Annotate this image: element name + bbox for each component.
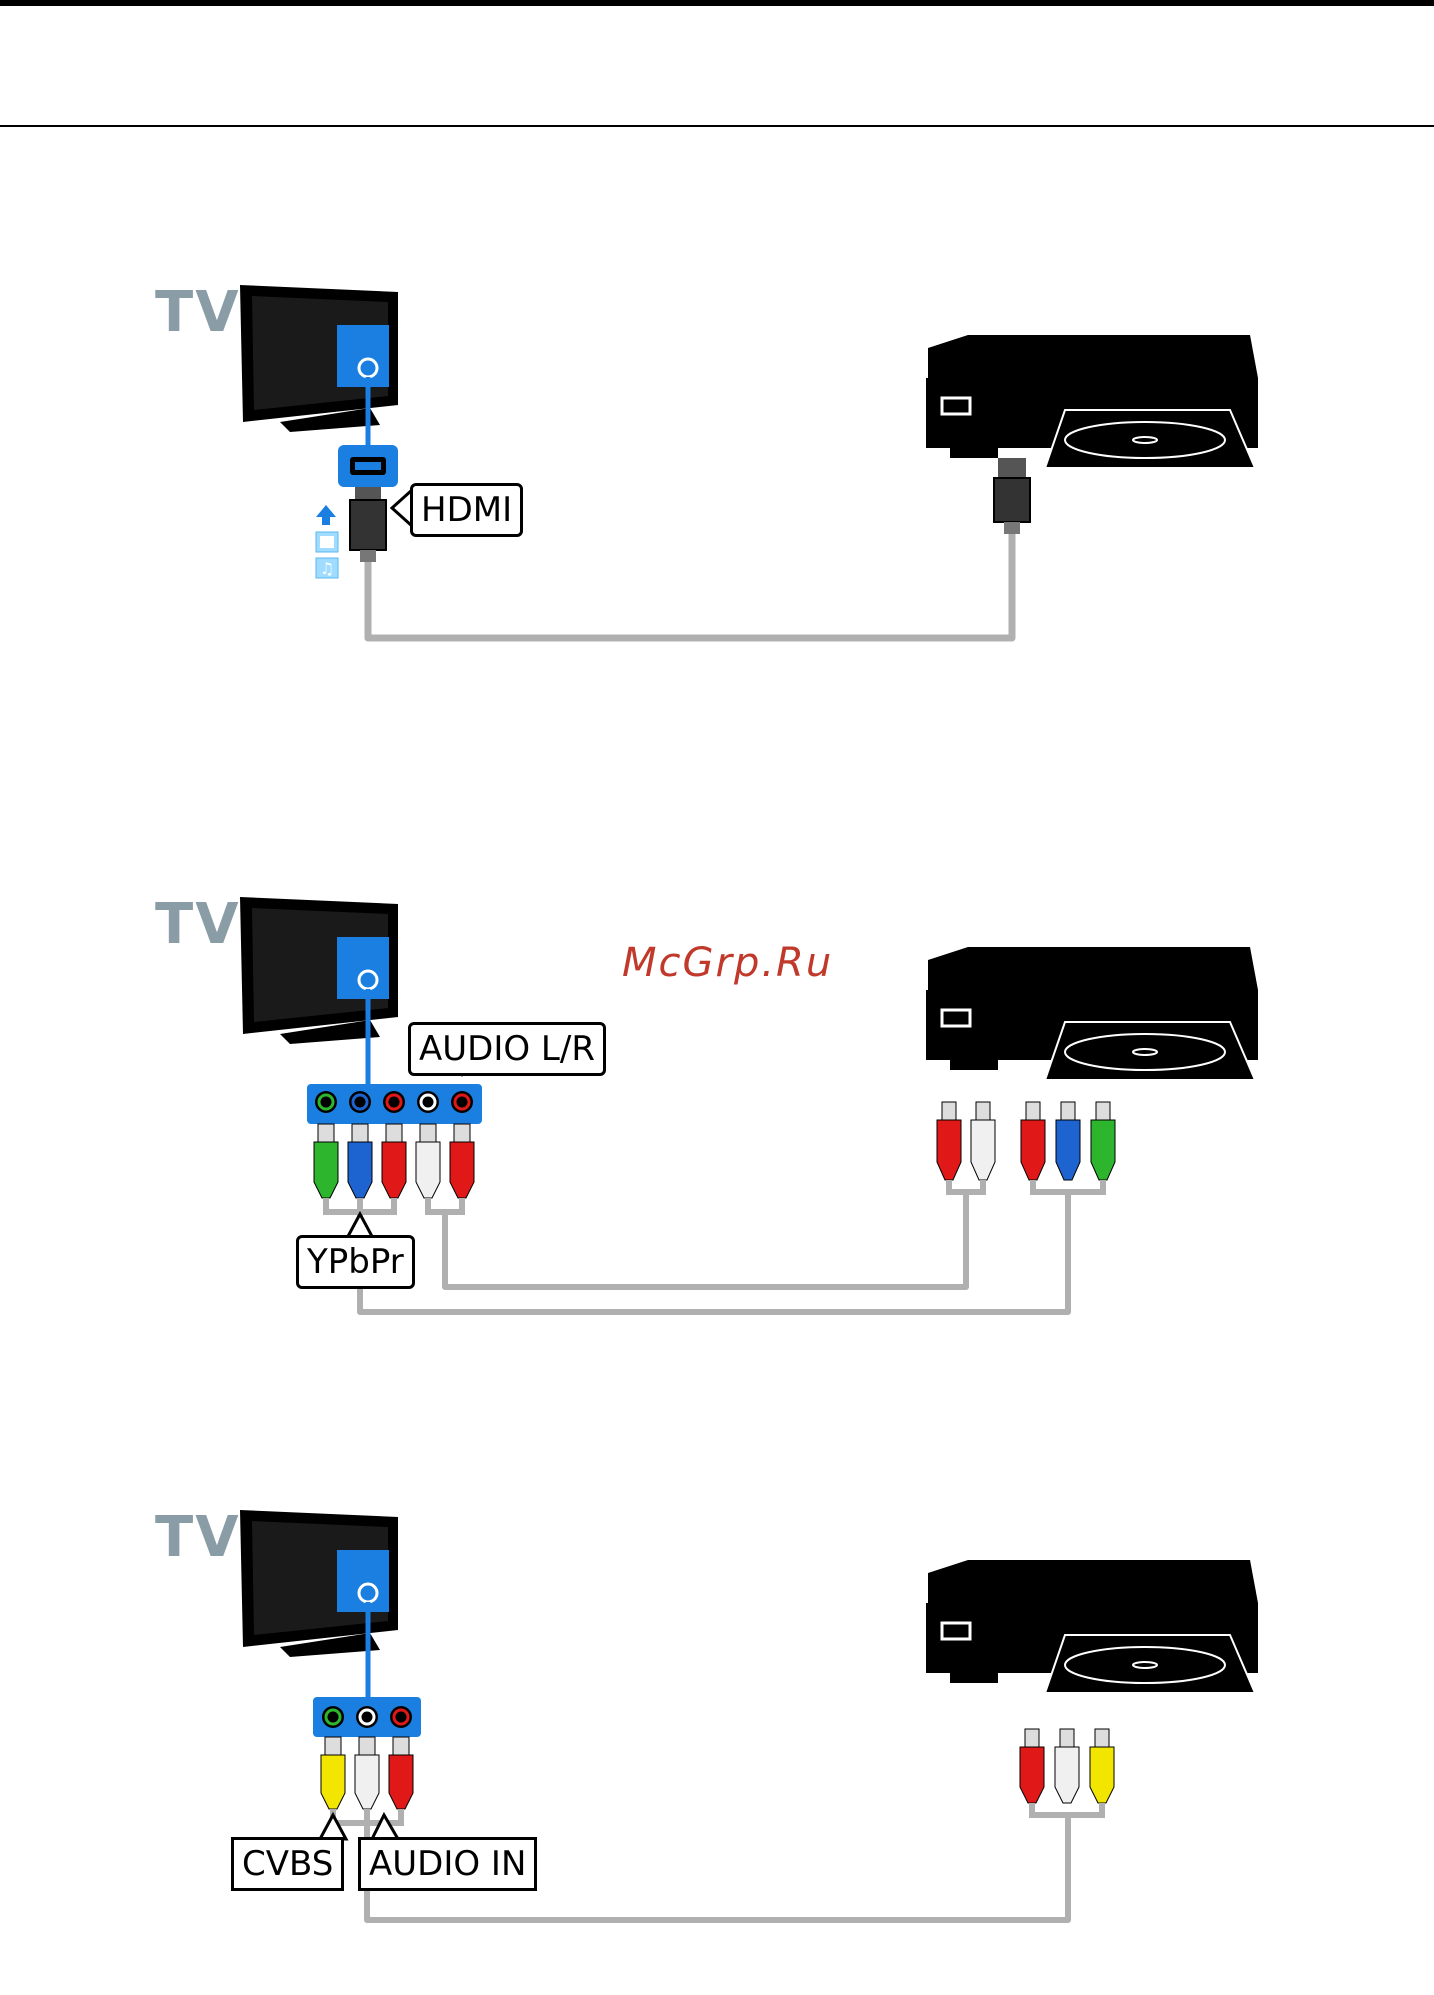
photo-icon	[316, 532, 338, 552]
tv-icon	[240, 897, 398, 1044]
tv-label: TV	[155, 1505, 241, 1570]
tv-label: TV	[155, 280, 241, 345]
player-icon	[926, 947, 1258, 1080]
usb-arrow-icon	[316, 505, 336, 525]
svg-text:♫: ♫	[320, 559, 334, 578]
tv-label: TV	[155, 892, 241, 957]
diagram-composite: TV CVBS AUDIO IN	[0, 1475, 1434, 1995]
rca-plug-icon	[937, 1102, 1115, 1180]
rca-plug-icon	[314, 1124, 474, 1198]
callout-audio-in: AUDIO IN	[358, 1837, 537, 1891]
diagram-hdmi: ♫ TV HDMI	[0, 250, 1434, 770]
music-icon: ♫	[316, 558, 338, 578]
header-rule	[0, 125, 1434, 127]
player-icon	[926, 1560, 1258, 1693]
watermark: McGrp.Ru	[622, 940, 833, 986]
rca-plug-icon	[321, 1737, 413, 1809]
tv-icon	[240, 1510, 398, 1657]
header-bar	[0, 0, 1434, 6]
callout-audio-lr: AUDIO L/R	[408, 1022, 606, 1076]
callout-hdmi: HDMI	[410, 483, 523, 537]
hdmi-plug-icon	[994, 458, 1030, 534]
hdmi-plug-icon	[350, 487, 386, 562]
player-icon	[926, 335, 1258, 468]
callout-cvbs: CVBS	[231, 1837, 344, 1891]
callout-ypbpr: YPbPr	[296, 1235, 415, 1289]
rca-plug-icon	[1020, 1729, 1114, 1803]
tv-icon	[240, 285, 398, 432]
